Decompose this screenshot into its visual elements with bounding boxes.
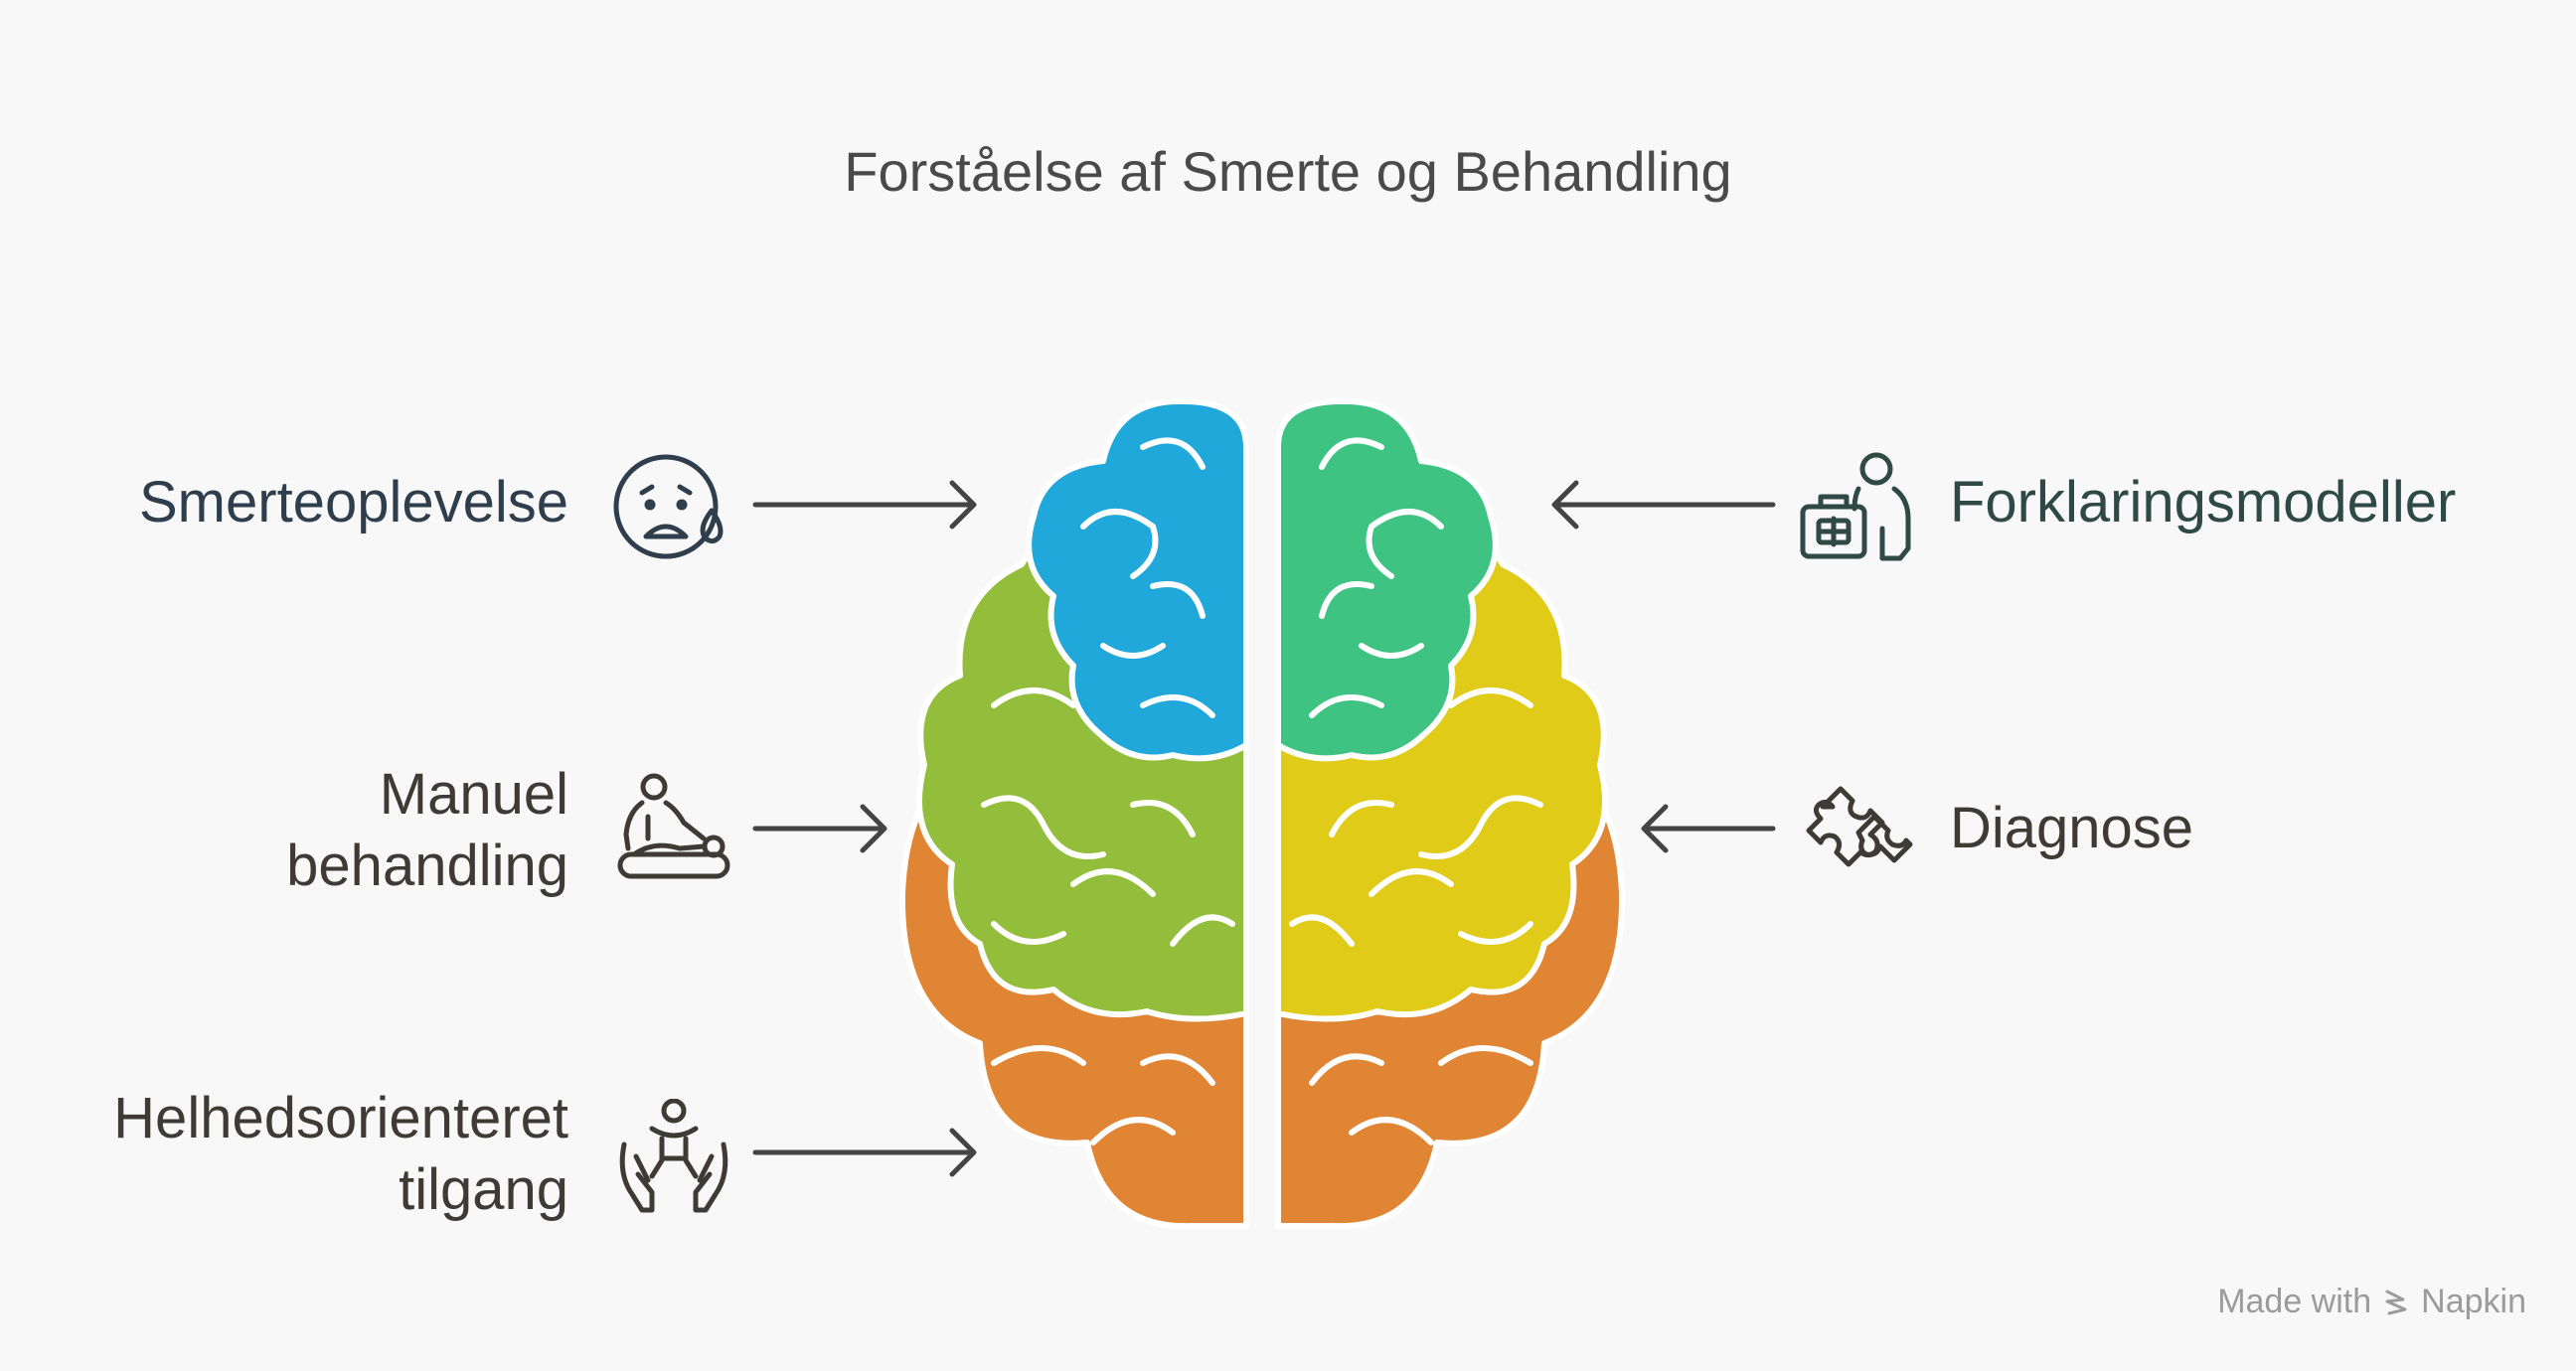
label-line: Manuel bbox=[379, 762, 568, 827]
arrow-forklaringsmodeller bbox=[1551, 480, 1776, 530]
label-line: tilgang bbox=[399, 1157, 568, 1222]
label-line: Smerteoplevelse bbox=[139, 470, 568, 534]
arrow-helhedsorienteret bbox=[752, 1128, 977, 1177]
footer-brand: Napkin bbox=[2421, 1283, 2526, 1320]
arrow-manuel-behandling bbox=[752, 804, 887, 853]
label-manuel-behandling: Manuel behandling bbox=[286, 759, 568, 902]
brain-lobe-left-blue bbox=[1026, 397, 1249, 762]
label-helhedsorienteret-tilgang: Helhedsorienteret tilgang bbox=[113, 1083, 568, 1226]
brain-lobe-right-teal bbox=[1275, 397, 1499, 762]
holistic-care-hands-icon bbox=[619, 1099, 728, 1213]
label-line: Forklaringsmodeller bbox=[1950, 470, 2457, 534]
napkin-logo-icon bbox=[2385, 1290, 2407, 1314]
label-line: behandling bbox=[286, 834, 568, 898]
label-line: Helhedsorienteret bbox=[113, 1086, 568, 1150]
footer-made-with: Made with bbox=[2217, 1283, 2372, 1320]
doctor-medical-kit-icon bbox=[1800, 452, 1911, 561]
sad-face-tear-icon bbox=[613, 454, 724, 559]
label-forklaringsmodeller: Forklaringsmodeller bbox=[1950, 467, 2456, 538]
brain-diagram bbox=[898, 397, 1626, 1230]
label-diagnose: Diagnose bbox=[1950, 793, 2193, 864]
puzzle-piece-icon bbox=[1806, 786, 1913, 867]
footer-credit: Made with Napkin bbox=[2217, 1283, 2526, 1321]
arrow-smerteoplevelse bbox=[752, 480, 977, 530]
arrow-diagnose bbox=[1641, 804, 1776, 853]
label-smerteoplevelse: Smerteoplevelse bbox=[139, 467, 568, 538]
massage-therapy-icon bbox=[617, 773, 730, 879]
label-line: Diagnose bbox=[1950, 796, 2194, 860]
page-title: Forståelse af Smerte og Behandling bbox=[844, 140, 1732, 203]
